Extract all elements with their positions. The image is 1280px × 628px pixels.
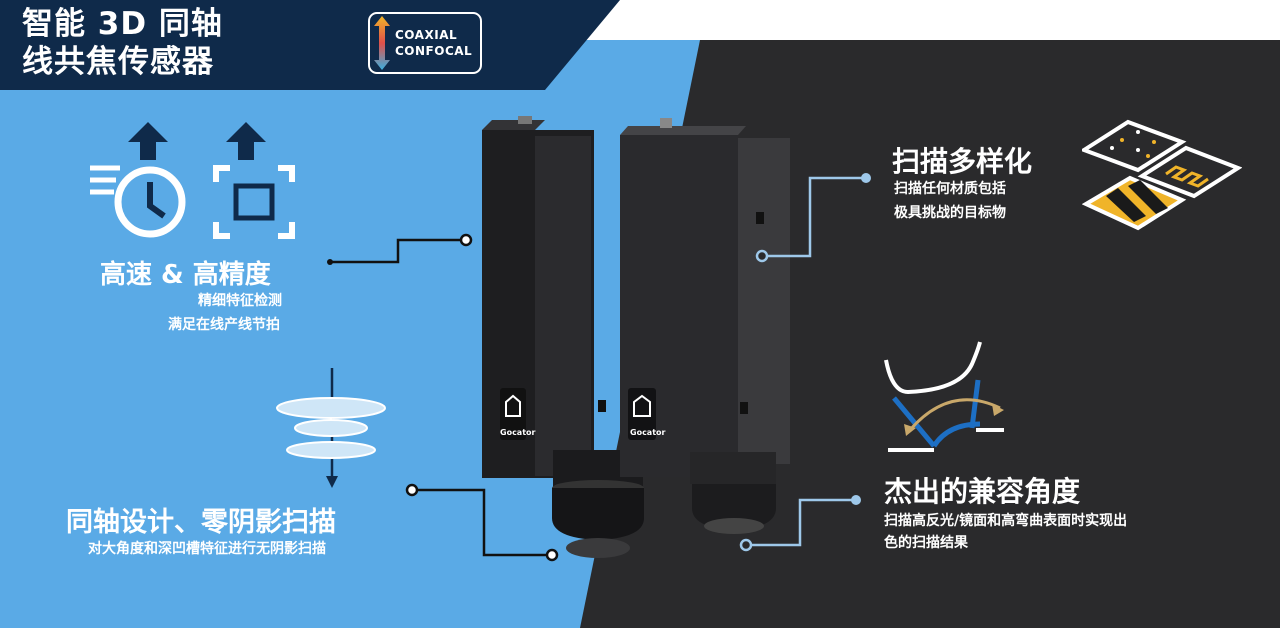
speed-precision-heading: 高速 & 高精度: [100, 260, 271, 290]
coaxial-design-heading: 同轴设计、零阴影扫描: [66, 507, 336, 538]
versatile-line2: 极具挑战的目标物: [894, 205, 1006, 221]
material-tiles-icon: [1082, 119, 1242, 231]
page-title-line1: 智能 3D 同轴: [22, 6, 223, 42]
logo-arrows-icon: [374, 16, 390, 70]
precision-frame-icon: [213, 122, 295, 239]
brand-label-left: Gocator: [500, 428, 536, 437]
top-white-strip: [560, 0, 1280, 40]
speed-precision-line1: 精细特征检测: [198, 293, 282, 309]
connector-lines: [330, 238, 552, 557]
brand-label-right: Gocator: [630, 428, 666, 437]
speed-clock-icon: [90, 122, 186, 238]
coaxial-disc-icon: [276, 368, 386, 488]
angle-line1: 扫描高反光/镜面和高弯曲表面时实现出: [884, 513, 1128, 529]
logo-text-line2: CONFOCAL: [395, 44, 473, 58]
speed-precision-line2: 满足在线产线节拍: [168, 317, 280, 333]
angle-surface-icon: [884, 341, 1004, 452]
angle-line2: 色的扫描结果: [884, 535, 968, 551]
versatile-line1: 扫描任何材质包括: [894, 181, 1006, 197]
angle-heading: 杰出的兼容角度: [884, 475, 1081, 508]
logo-text-line1: COAXIAL: [395, 28, 458, 42]
page-title-line2: 线共焦传感器: [22, 44, 214, 80]
coaxial-design-line1: 对大角度和深凹槽特征进行无阴影扫描: [88, 541, 326, 557]
sensor-right: [620, 118, 790, 534]
versatile-heading: 扫描多样化: [892, 145, 1033, 178]
